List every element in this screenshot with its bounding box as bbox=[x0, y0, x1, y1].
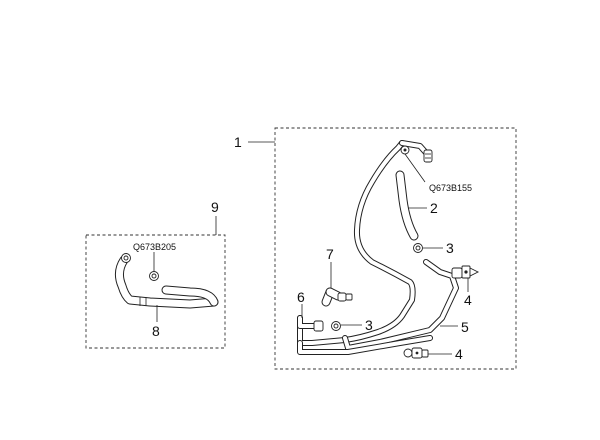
callout-3-lower: 3 bbox=[365, 317, 373, 333]
main-pipe-assembly bbox=[297, 140, 459, 355]
group-9-dashed-box bbox=[85, 234, 226, 349]
callout-9: 9 bbox=[211, 199, 219, 215]
callout-2: 2 bbox=[430, 200, 438, 216]
part-code-q673b155: Q673B155 bbox=[429, 183, 472, 193]
callout-4-upper: 4 bbox=[464, 292, 472, 308]
hose-part-7 bbox=[321, 287, 353, 307]
clamp-part-3-lower bbox=[331, 321, 341, 331]
leader-clamp-q673b155 bbox=[404, 153, 426, 183]
clamp-q673b155 bbox=[400, 145, 410, 155]
callout-5: 5 bbox=[461, 319, 469, 335]
clamp-part-3-upper bbox=[413, 243, 423, 253]
callout-6: 6 bbox=[297, 289, 305, 305]
hose-part-2 bbox=[395, 170, 419, 241]
callout-4-lower: 4 bbox=[455, 346, 463, 362]
clamp-q673b205 bbox=[149, 271, 159, 281]
part-code-q673b205: Q673B205 bbox=[133, 242, 176, 252]
fitting-part-4-upper bbox=[451, 265, 480, 279]
group-1-dashed-box bbox=[274, 127, 517, 370]
callout-3-upper: 3 bbox=[446, 240, 454, 256]
pipe-part-6 bbox=[297, 315, 324, 332]
hose-part-8 bbox=[114, 255, 219, 309]
pipe-end-fitting-top bbox=[423, 149, 433, 163]
callout-8: 8 bbox=[152, 323, 160, 339]
clamp-hose-end bbox=[121, 253, 131, 263]
fitting-part-4-lower bbox=[403, 347, 429, 359]
callout-1: 1 bbox=[234, 134, 242, 150]
callout-7: 7 bbox=[326, 246, 334, 262]
